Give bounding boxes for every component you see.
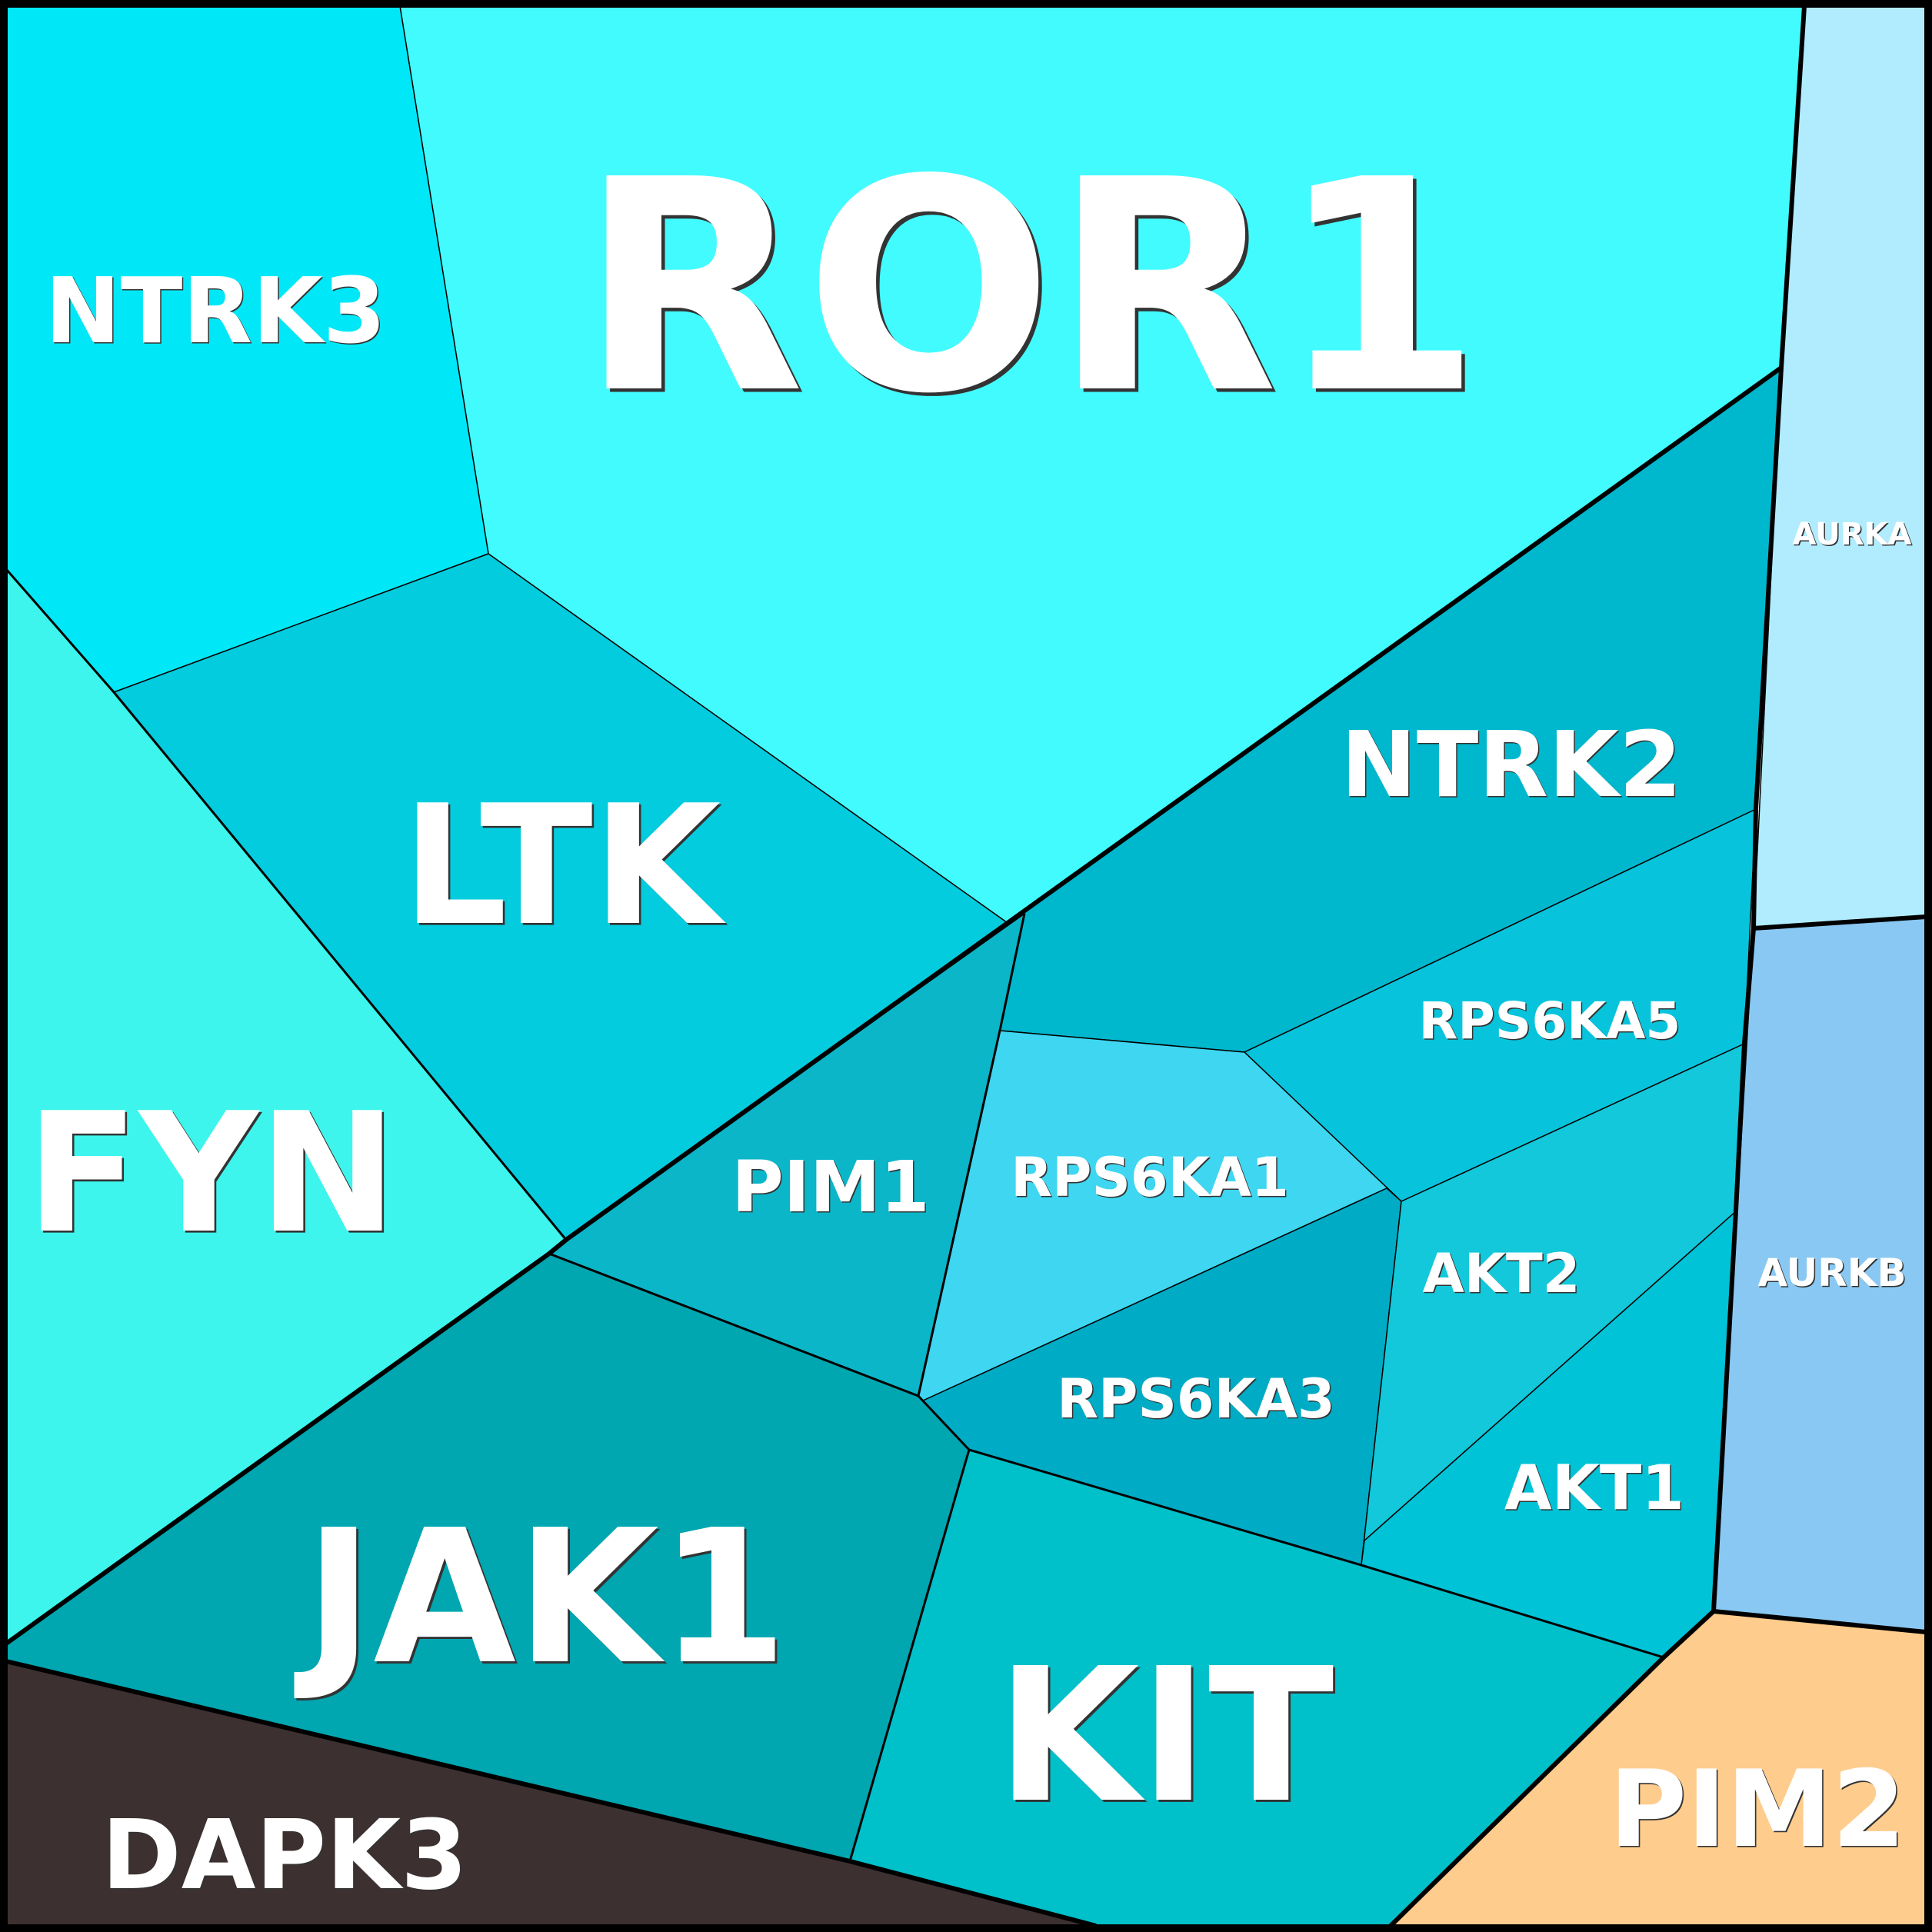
cell-label-shadow: KIT bbox=[998, 1631, 1336, 1846]
cell-label-shadow: PIM2 bbox=[1611, 1749, 1907, 1873]
cell-label-shadow: AURKA bbox=[1794, 518, 1913, 554]
cell-label-akt1: AKT1 bbox=[1504, 1452, 1684, 1524]
cell-label-aurkb: AURKB bbox=[1757, 1251, 1906, 1295]
group-border bbox=[917, 913, 1664, 1659]
cell-label-shadow: AKT2 bbox=[1424, 1244, 1581, 1307]
cell-label-rps6ka3: RPS6KA3 bbox=[1057, 1367, 1334, 1431]
cell-label-dapk3: DAPK3 bbox=[102, 1800, 468, 1911]
cell-label-rps6ka1: RPS6KA1 bbox=[1011, 1146, 1288, 1209]
cell-label-rps6ka5: RPS6KA5 bbox=[1419, 991, 1681, 1051]
cell-label-shadow: DAPK3 bbox=[103, 1801, 469, 1913]
cell-label-ntrk3: NTRK3 bbox=[45, 258, 386, 364]
label-layer: ROR1ROR1NTRK3NTRK3LTKLTKFYNFYNNTRK2NTRK2… bbox=[26, 117, 1913, 1913]
group-border bbox=[5, 568, 568, 1241]
group-border bbox=[848, 1449, 971, 1862]
cell-label-shadow: PIM1 bbox=[733, 1148, 931, 1230]
cell-label-shadow: RPS6KA1 bbox=[1012, 1148, 1290, 1211]
group-border-layer bbox=[5, 5, 1927, 1928]
cell-label-shadow: FYN bbox=[28, 1079, 399, 1272]
cell-layer bbox=[5, 5, 1927, 1927]
group-border bbox=[548, 1252, 919, 1397]
cell-label-jak1: JAK1 bbox=[294, 1490, 788, 1705]
cell-label-shadow: AKT1 bbox=[1505, 1454, 1685, 1525]
cell-label-shadow: AURKB bbox=[1759, 1252, 1907, 1297]
cell-label-shadow: NTRK3 bbox=[46, 259, 388, 365]
cell-label-pim1: PIM1 bbox=[731, 1146, 929, 1228]
cell-label-ntrk2: NTRK2 bbox=[1341, 711, 1682, 818]
cell-label-ltk: LTK bbox=[402, 769, 727, 962]
cell-label-shadow: LTK bbox=[404, 771, 728, 964]
cell-label-ror1: ROR1 bbox=[580, 117, 1482, 458]
cell-label-akt2: AKT2 bbox=[1423, 1242, 1581, 1305]
cell-label-shadow: JAK1 bbox=[296, 1492, 790, 1707]
cell-label-fyn: FYN bbox=[26, 1077, 398, 1270]
cell-label-shadow: RPS6KA3 bbox=[1058, 1369, 1336, 1432]
cell-label-shadow: ROR1 bbox=[583, 121, 1485, 461]
cell-label-kit: KIT bbox=[997, 1628, 1334, 1844]
cell-label-shadow: NTRK2 bbox=[1342, 713, 1684, 819]
cell-label-shadow: RPS6KA5 bbox=[1420, 993, 1682, 1052]
cell-label-pim2: PIM2 bbox=[1609, 1747, 1906, 1871]
group-border bbox=[1713, 1609, 1927, 1634]
cell-label-aurka: AURKA bbox=[1793, 517, 1912, 552]
group-border bbox=[1753, 914, 1927, 931]
